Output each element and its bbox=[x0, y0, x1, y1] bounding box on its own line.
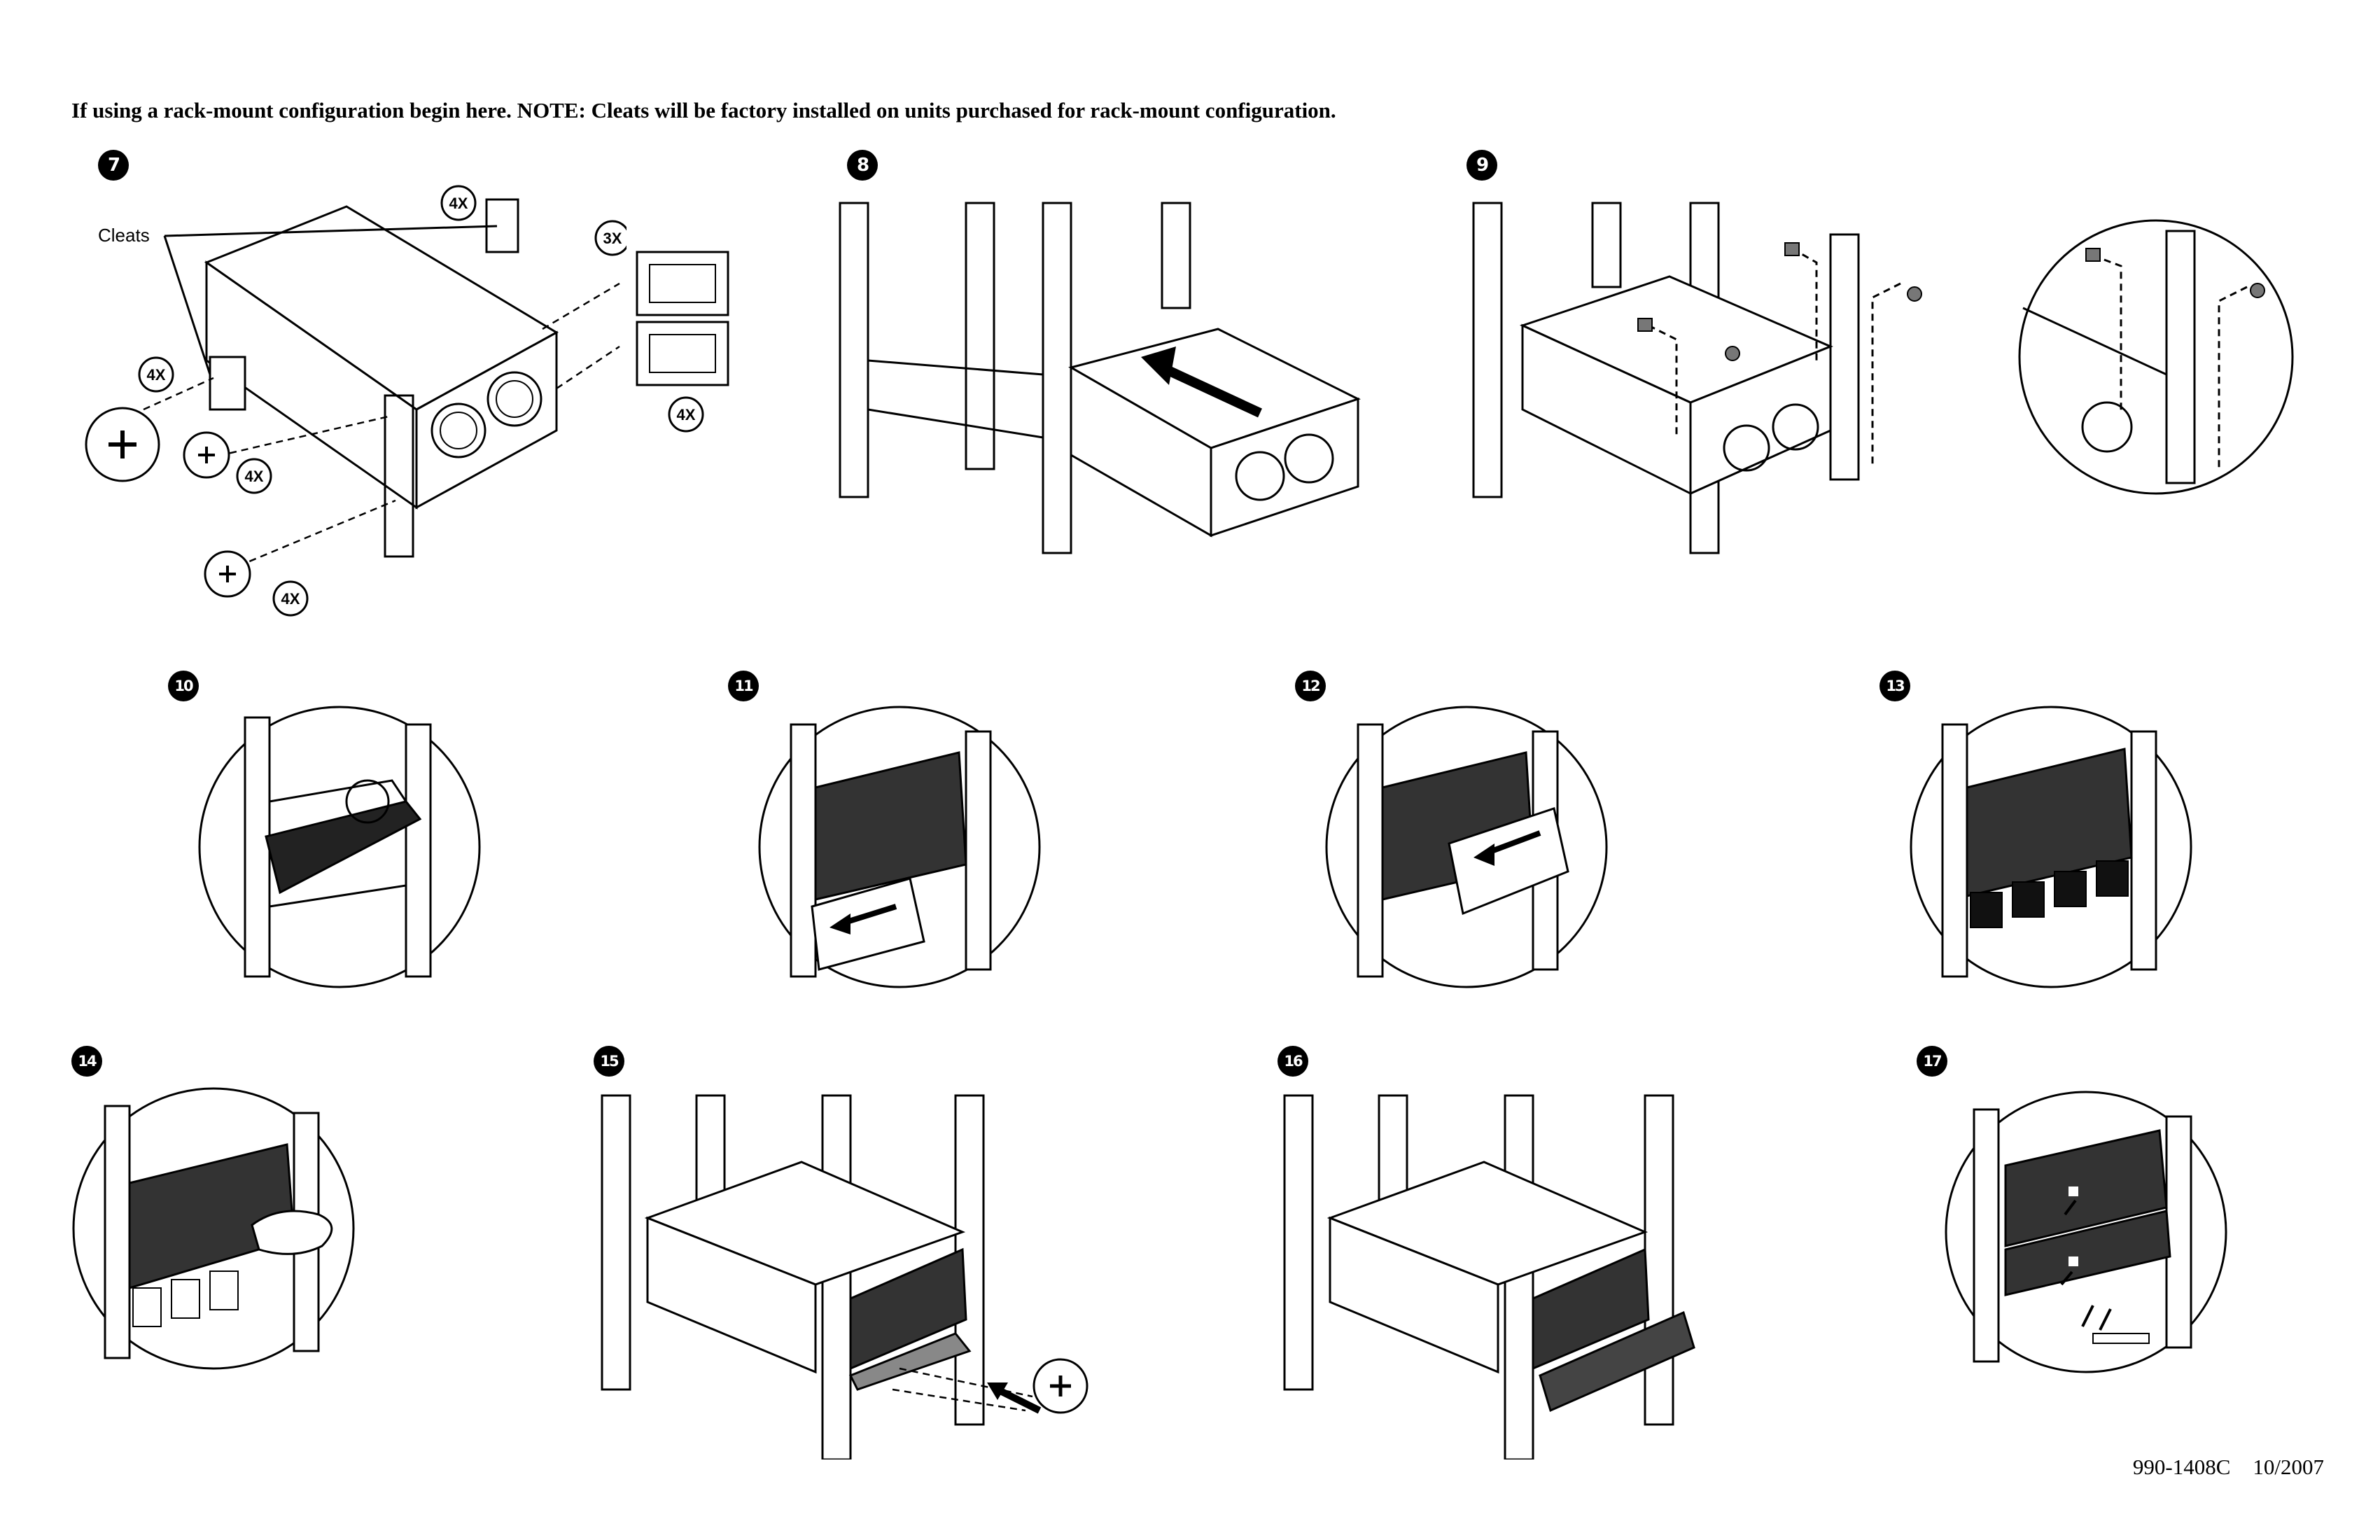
document-number: 990-1408C bbox=[2132, 1455, 2231, 1479]
figure-17-install-front-bezel bbox=[1942, 1088, 2230, 1376]
figure-16-bezel-attached bbox=[1274, 1088, 1708, 1460]
figure-9-secure-unit-to-rack bbox=[1466, 200, 1956, 556]
callout-4x-middle: 4X bbox=[245, 468, 264, 485]
figure-13-battery-modules-installed bbox=[1907, 704, 2194, 990]
figure-15-attach-bezel-screw bbox=[592, 1088, 1096, 1460]
figure-14-connect-batteries bbox=[70, 1085, 357, 1372]
step-16-badge: 16 bbox=[1278, 1046, 1308, 1077]
callout-3x: 3X bbox=[603, 230, 622, 247]
callout-4x-left: 4X bbox=[147, 366, 166, 384]
callout-4x-top: 4X bbox=[449, 195, 468, 212]
step-14-badge: 14 bbox=[71, 1046, 102, 1077]
step-15-badge: 15 bbox=[594, 1046, 624, 1077]
document-date: 10/2007 bbox=[2253, 1455, 2324, 1479]
step-12-badge: 12 bbox=[1295, 671, 1326, 701]
callout-4x-right: 4X bbox=[677, 406, 696, 424]
figure-8-slide-unit-into-rack bbox=[826, 200, 1372, 556]
document-footer: 990-1408C 10/2007 bbox=[2133, 1455, 2324, 1480]
step-9-badge: 9 bbox=[1466, 150, 1497, 181]
step-13-badge: 13 bbox=[1879, 671, 1910, 701]
figure-10-remove-front-bezel bbox=[196, 704, 483, 990]
step-8-badge: 8 bbox=[847, 150, 878, 181]
figure-7-cleat-installation: Cleats 4X 3X 4X 4X 4X bbox=[66, 178, 626, 626]
step-7-badge: 7 bbox=[98, 150, 129, 181]
step-17-badge: 17 bbox=[1917, 1046, 1947, 1077]
step-11-badge: 11 bbox=[728, 671, 759, 701]
figure-7-brackets: 4X bbox=[616, 231, 756, 455]
instruction-heading: If using a rack-mount configuration begi… bbox=[71, 98, 1336, 122]
figure-11-insert-battery-module bbox=[756, 704, 1043, 990]
figure-12-insert-second-battery-module bbox=[1323, 704, 1610, 990]
figure-9-detail-circle bbox=[2016, 217, 2296, 497]
callout-4x-bottom: 4X bbox=[281, 590, 300, 608]
cleats-label: Cleats bbox=[98, 225, 150, 246]
step-10-badge: 10 bbox=[168, 671, 199, 701]
